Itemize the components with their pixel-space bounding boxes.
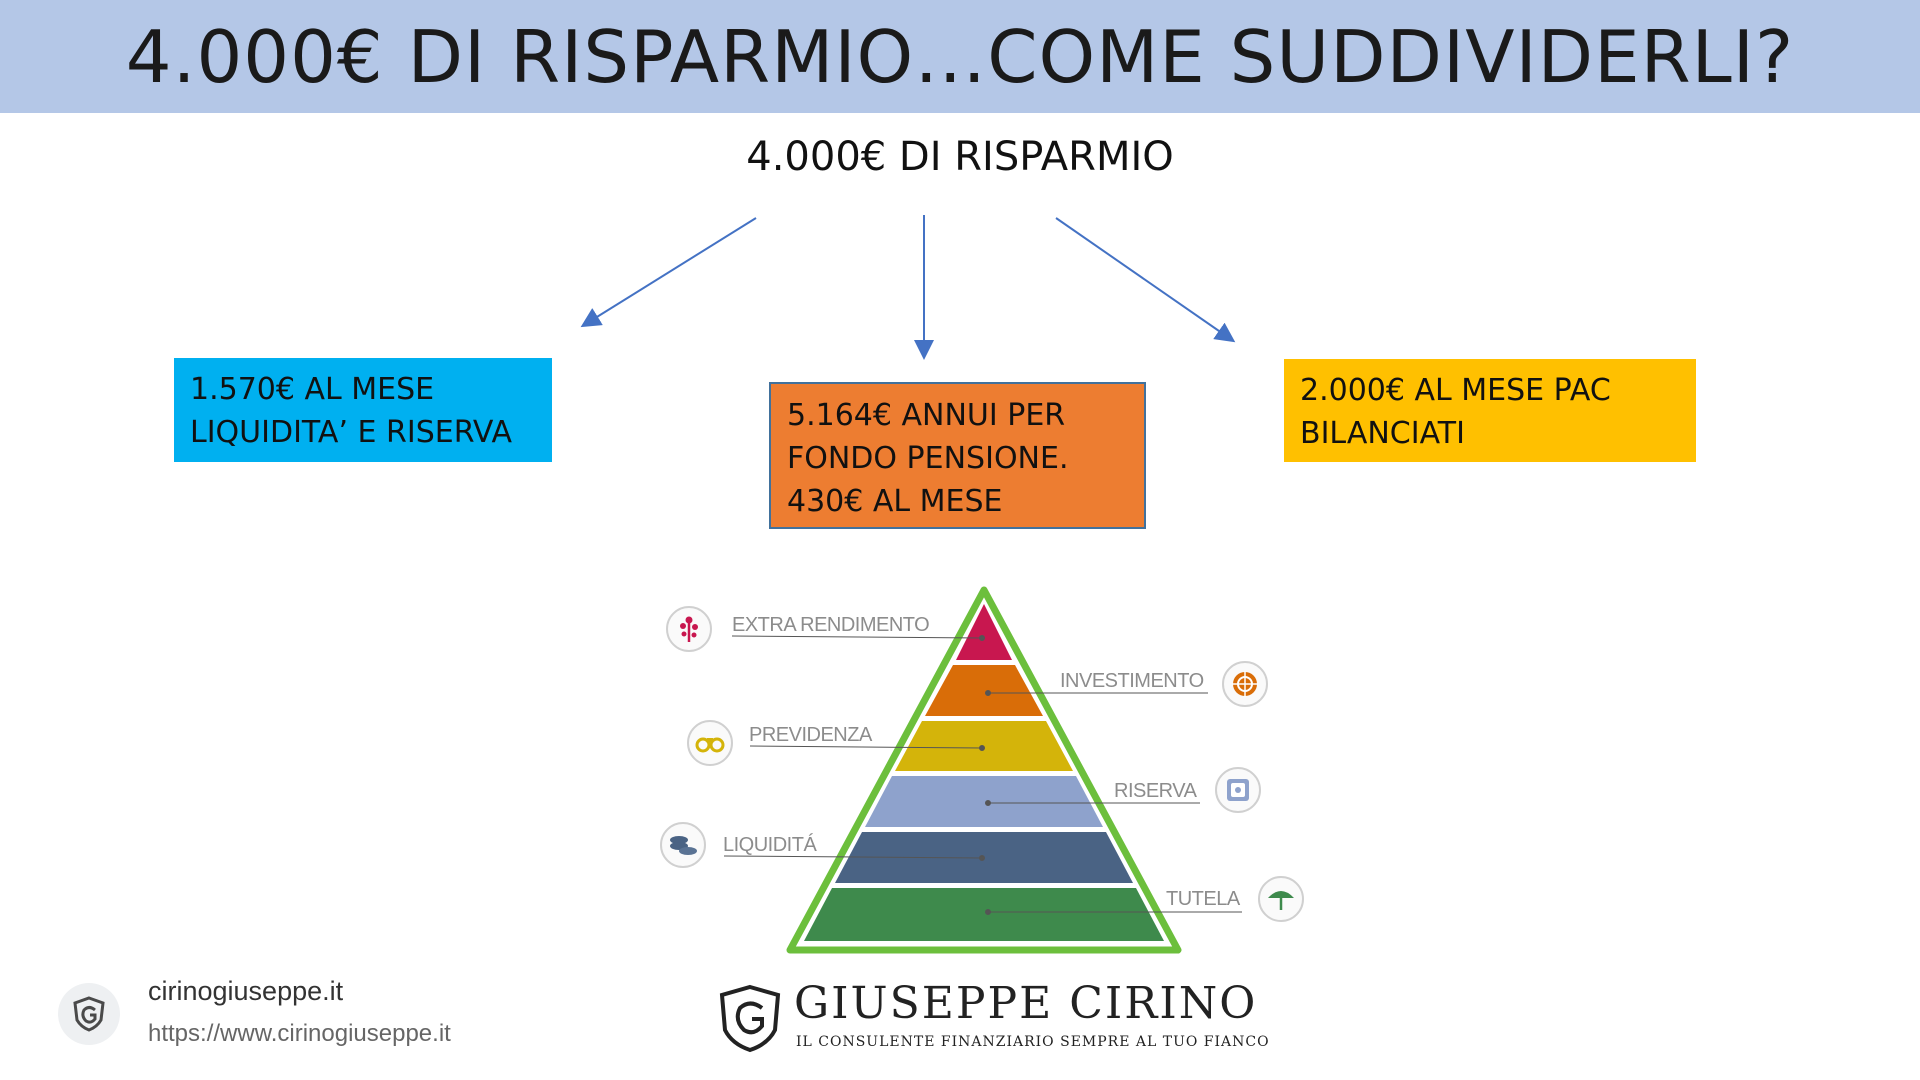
branch-line: 1.570€ AL MESE [190, 372, 435, 407]
pyramid-level-investimento [925, 665, 1043, 716]
branch-line: FONDO PENSIONE. [787, 441, 1069, 476]
arrow-right [1055, 217, 1236, 343]
branch-line: BILANCIATI [1300, 416, 1465, 451]
plant-icon [666, 606, 712, 652]
pyramid-connectors [723, 635, 1242, 915]
branch-line: LIQUIDITA’ E RISERVA [190, 415, 513, 450]
root-node-label: 4.000€ DI RISPARMIO [746, 134, 1174, 180]
pyramid-level-riserva [865, 776, 1103, 827]
pyramid-level-tutela [804, 888, 1164, 941]
arrow-left [580, 217, 757, 328]
brand-tagline: IL CONSULENTE FINANZIARIO SEMPRE AL TUO … [796, 1034, 1270, 1050]
title-bar: 4.000€ DI RISPARMIO…COME SUDDIVIDERLI? [0, 0, 1920, 113]
pyramid-label-investimento: INVESTIMENTO [1060, 670, 1204, 692]
pyramid-label-tutela: TUTELA [1166, 888, 1240, 910]
branch-box-pac: 2.000€ AL MESE PAC BILANCIATI [1284, 359, 1696, 462]
branch-line: 430€ AL MESE [787, 484, 1003, 519]
pyramid-label-riserva: RISERVA [1114, 780, 1197, 802]
umbrella-icon [1258, 876, 1304, 922]
page-title: 4.000€ DI RISPARMIO…COME SUDDIVIDERLI? [125, 14, 1795, 99]
safe-icon [1215, 767, 1261, 813]
site-logo-icon [58, 983, 120, 1045]
pyramid-label-extra-rendimento: EXTRA RENDIMENTO [732, 614, 930, 636]
site-name: cirinogiuseppe.it [148, 976, 344, 1006]
coins-icon [660, 822, 706, 868]
branch-line: 5.164€ ANNUI PER [787, 398, 1066, 433]
pyramid-level-extra-rendimento [956, 604, 1012, 660]
brand-name: GIUSEPPE CIRINO [794, 978, 1258, 1029]
pyramid-label-previdenza: PREVIDENZA [749, 724, 872, 746]
pyramid-label-liquidita: LIQUIDITÁ [723, 834, 817, 856]
branch-line: 2.000€ AL MESE PAC [1300, 373, 1611, 408]
binoculars-icon [687, 720, 733, 766]
site-url[interactable]: https://www.cirinogiuseppe.it [148, 1020, 451, 1047]
target-icon [1222, 661, 1268, 707]
branch-box-pension: 5.164€ ANNUI PER FONDO PENSIONE. 430€ AL… [769, 382, 1146, 529]
branch-box-liquidity: 1.570€ AL MESE LIQUIDITA’ E RISERVA [174, 358, 552, 462]
